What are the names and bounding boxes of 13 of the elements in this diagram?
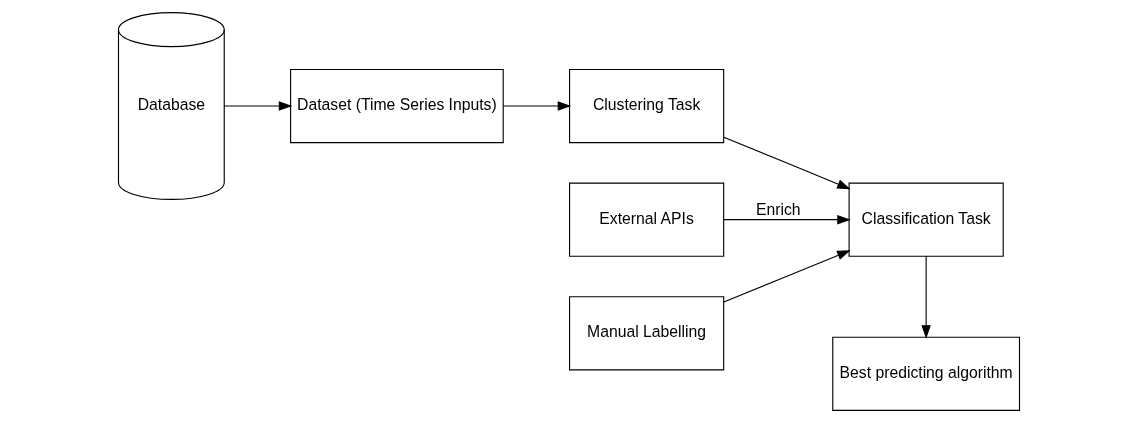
arrow	[723, 136, 851, 190]
node-box: Dataset (Time Series Inputs)	[290, 68, 504, 144]
arrow	[723, 250, 851, 303]
arrow	[502, 101, 572, 111]
node-box: Clustering Task	[569, 68, 725, 144]
node-box: External APIs	[569, 182, 725, 257]
edge-label: Enrich	[755, 201, 801, 219]
arrow	[723, 214, 851, 225]
arrow	[223, 101, 293, 111]
node-box: Best predicting algorithm	[832, 336, 1021, 411]
node-box: Classification Task	[848, 182, 1004, 257]
arrow	[921, 255, 931, 339]
node-box: Manual Labelling	[569, 296, 725, 371]
